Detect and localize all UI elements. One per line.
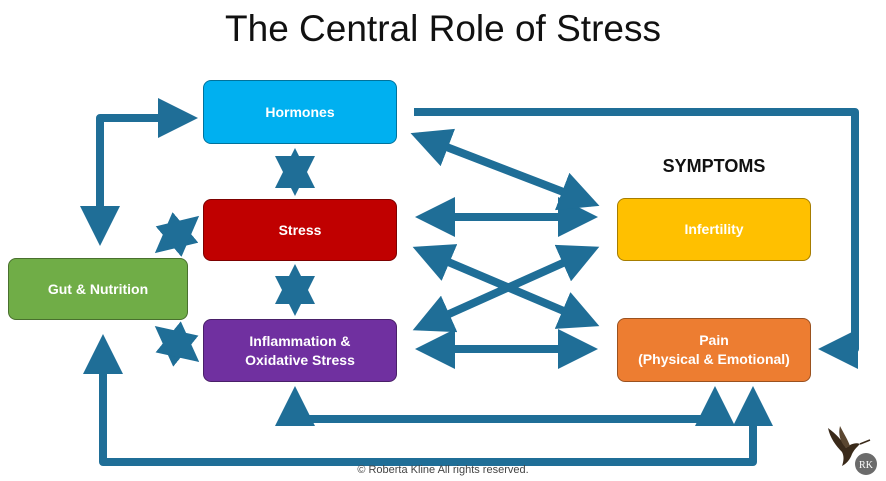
arrow-gut-inflammation — [154, 321, 200, 367]
arrow-gut-stress — [154, 212, 200, 257]
logo-monogram: RK — [859, 460, 874, 471]
arrow-inflammation-pain-loop — [275, 386, 735, 426]
arrow-gut-hormones — [80, 98, 198, 246]
node-infertility: Infertility — [617, 198, 811, 261]
arrow-hormones-infertility — [410, 128, 600, 211]
arrow-hormones-pain — [414, 108, 859, 369]
arrow-inflammation-infertility — [412, 244, 600, 333]
node-hormones: Hormones — [203, 80, 397, 144]
arrow-gut-pain-loop — [83, 334, 773, 466]
node-stress: Stress — [203, 199, 397, 261]
copyright-footer: © Roberta Kline All rights reserved. — [357, 464, 529, 476]
symptoms-heading: SYMPTOMS — [662, 156, 766, 176]
node-gut-nutrition: Gut & Nutrition — [8, 258, 188, 320]
node-pain: Pain (Physical & Emotional) — [617, 318, 811, 382]
diagram-title: The Central Role of Stress — [225, 8, 661, 49]
node-inflammation: Inflammation & Oxidative Stress — [203, 319, 397, 382]
hummingbird-icon: RK — [828, 426, 877, 475]
